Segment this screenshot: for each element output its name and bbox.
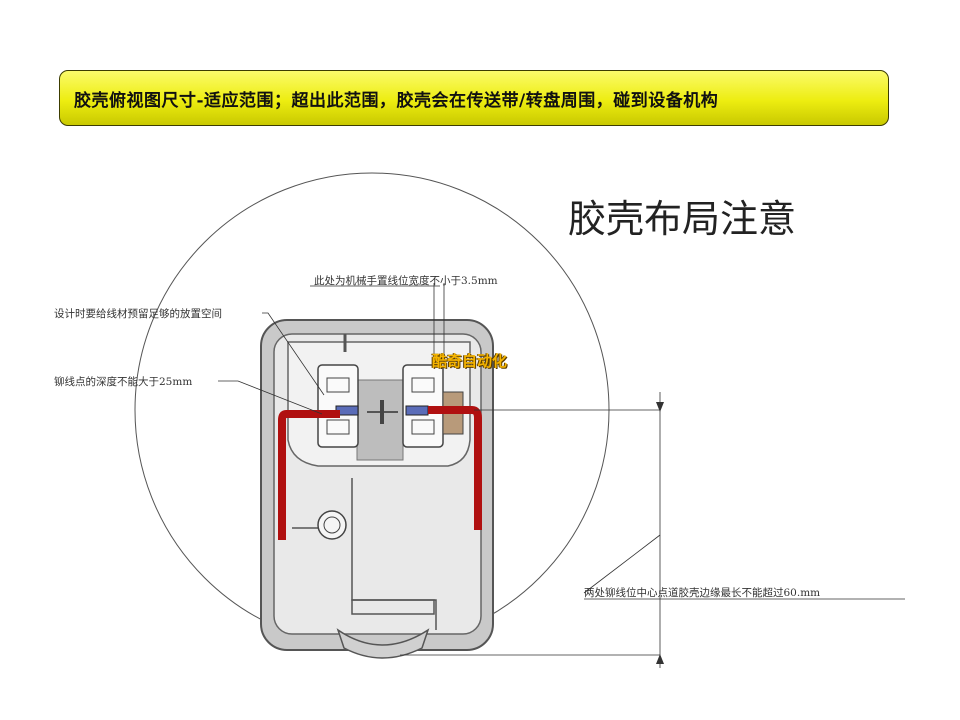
slide-title: 胶壳布局注意 [568,197,797,241]
note-max-distance: 两处铆线位中心点道胶壳边缘最长不能超过60.mm [584,587,821,599]
note-wire-width: 此处为机械手置线位宽度不小于3.5mm [314,275,498,287]
note-placement-space: 设计时要给线材预留足够的放置空间 [54,308,222,320]
banner-text: 胶壳俯视图尺寸-适应范围；超出此范围，胶壳会在传送带/转盘周围，碰到设备机构 [74,90,719,111]
right-wire [428,406,482,530]
watermark: 酷奇自动化 [432,352,508,370]
housing-bottom-tab [336,628,430,659]
screw-boss [317,510,347,540]
right-pin [405,405,429,416]
left-wire [278,410,340,540]
note-rivet-depth: 铆线点的深度不能大于25mm [54,376,193,388]
banner: 胶壳俯视图尺寸-适应范围；超出此范围，胶壳会在传送带/转盘周围，碰到设备机构 [59,70,889,126]
bottom-slot [351,599,435,615]
